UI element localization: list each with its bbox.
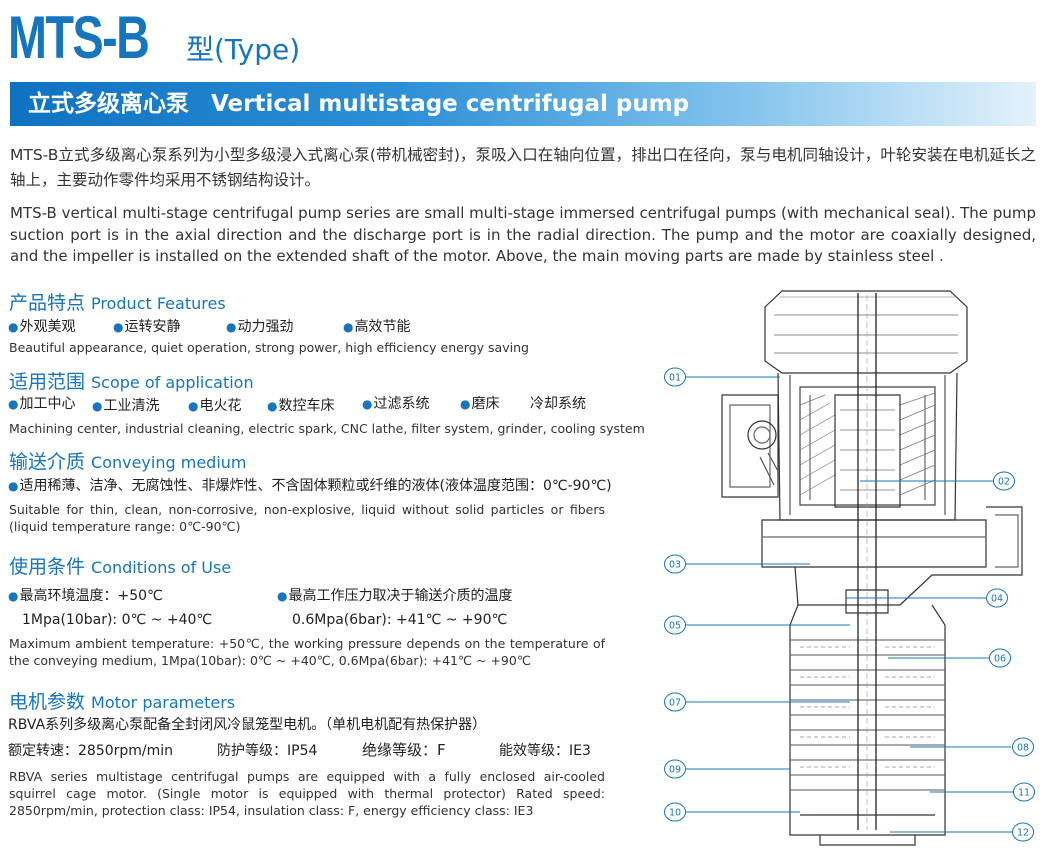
- callout-number: 01: [669, 372, 681, 383]
- conditions-value: 1Mpa(10bar): 0℃ ~ +40℃: [22, 612, 213, 628]
- banner-text: 立式多级离心泵 Vertical multistage centrifugal p…: [28, 88, 689, 120]
- callout-03: 03: [664, 554, 686, 574]
- callout-02: 02: [993, 471, 1015, 491]
- section-banner: 立式多级离心泵 Vertical multistage centrifugal p…: [10, 82, 1036, 126]
- motor-efficiency: 能效等级：IE3: [499, 743, 591, 759]
- callout-number: 12: [1017, 827, 1029, 838]
- motor-desc: RBVA series multistage centrifugal pumps…: [9, 769, 605, 818]
- conditions-item: ●最高工作压力取决于输送介质的温度: [277, 588, 513, 604]
- callout-number: 08: [1017, 742, 1029, 753]
- callout-04: 04: [986, 588, 1008, 608]
- scope-desc: Machining center, industrial cleaning, e…: [9, 421, 645, 436]
- scope-title-en: Scope of application: [91, 373, 254, 392]
- scope-item: 冷却系统: [530, 396, 586, 412]
- scope-heading: 适用范围 Scope of application: [9, 370, 254, 395]
- callout-number: 03: [669, 559, 681, 570]
- callout-01: 01: [664, 367, 686, 387]
- medium-heading: 输送介质 Conveying medium: [9, 450, 246, 475]
- type-label: 型(Type): [186, 33, 301, 66]
- feature-item: ●运转安静: [113, 319, 181, 335]
- conditions-item: ●最高环境温度：+50℃: [8, 588, 163, 604]
- callout-07: 07: [664, 692, 686, 712]
- scope-item: ●磨床: [460, 396, 500, 412]
- callout-number: 05: [669, 620, 681, 631]
- conditions-heading: 使用条件 Conditions of Use: [9, 555, 231, 580]
- medium-desc: Suitable for thin, clean, non-corrosive,…: [9, 502, 605, 534]
- motor-speed: 额定转速：2850rpm/min: [8, 743, 174, 759]
- conditions-title-en: Conditions of Use: [91, 558, 232, 577]
- features-title-en: Product Features: [91, 294, 226, 313]
- callout-number: 06: [994, 653, 1006, 664]
- motor-insulation: 绝缘等级：F: [362, 741, 446, 759]
- scope-item: ●工业清洗: [92, 398, 160, 414]
- intro-en: MTS-B vertical multi-stage centrifugal p…: [10, 204, 1036, 265]
- callout-lines: [686, 376, 1013, 833]
- medium-item: ●适用稀薄、洁净、无腐蚀性、非爆炸性、不含固体颗粒或纤维的液体(液体温度范围：0…: [8, 478, 612, 494]
- conditions-value: 0.6Mpa(6bar): +41℃ ~ +90℃: [292, 612, 508, 628]
- conditions-desc: Maximum ambient temperature: +50℃, the w…: [9, 636, 605, 668]
- feature-item: ●高效节能: [343, 319, 411, 335]
- callout-number: 09: [669, 764, 681, 775]
- callout-12: 12: [1012, 822, 1034, 842]
- features-heading: 产品特点 Product Features: [9, 291, 226, 316]
- banner-title-en: Vertical multistage centrifugal pump: [211, 91, 690, 117]
- pump-outline: [721, 290, 1023, 846]
- model-title: MTS-B: [8, 4, 150, 71]
- callout-08: 08: [1012, 737, 1034, 757]
- callout-number: 02: [998, 476, 1010, 487]
- callout-10: 10: [664, 802, 686, 822]
- feature-item: ●动力强劲: [226, 319, 294, 335]
- callout-number: 11: [1018, 787, 1030, 798]
- scope-title-cn: 适用范围: [9, 371, 86, 393]
- callout-06: 06: [989, 648, 1011, 668]
- callout-11: 11: [1013, 782, 1035, 802]
- motor-line: RBVA系列多级离心泵配备全封闭风冷鼠笼型电机。（单机电机配有热保护器）: [8, 717, 487, 733]
- motor-title-en: Motor parameters: [91, 693, 236, 712]
- pump-section-drawing: 01 02 03 04 05 06 07 08 09 10 11 12: [664, 290, 1035, 846]
- conditions-title-cn: 使用条件: [9, 556, 86, 578]
- callout-09: 09: [664, 759, 686, 779]
- motor-title-cn: 电机参数: [9, 691, 86, 713]
- callout-05: 05: [664, 615, 686, 635]
- medium-title-en: Conveying medium: [91, 453, 247, 472]
- callout-number: 07: [669, 697, 681, 708]
- medium-title-cn: 输送介质: [9, 451, 86, 473]
- motor-heading: 电机参数 Motor parameters: [9, 690, 235, 715]
- banner-title-cn: 立式多级离心泵: [28, 91, 189, 117]
- intro-cn: MTS-B立式多级离心泵系列为小型多级浸入式离心泵(带机械密封)，泵吸入口在轴向…: [10, 146, 1036, 189]
- callout-number: 04: [991, 593, 1003, 604]
- scope-item: ●过滤系统: [362, 396, 430, 412]
- scope-item: ●电火花: [188, 398, 242, 414]
- scope-item: ●数控车床: [267, 398, 335, 414]
- callout-number: 10: [669, 807, 681, 818]
- features-title-cn: 产品特点: [9, 292, 86, 314]
- motor-protection: 防护等级：IP54: [217, 743, 318, 759]
- features-desc: Beautiful appearance, quiet operation, s…: [9, 340, 529, 355]
- scope-item: ●加工中心: [8, 396, 76, 412]
- feature-item: ●外观美观: [8, 319, 76, 335]
